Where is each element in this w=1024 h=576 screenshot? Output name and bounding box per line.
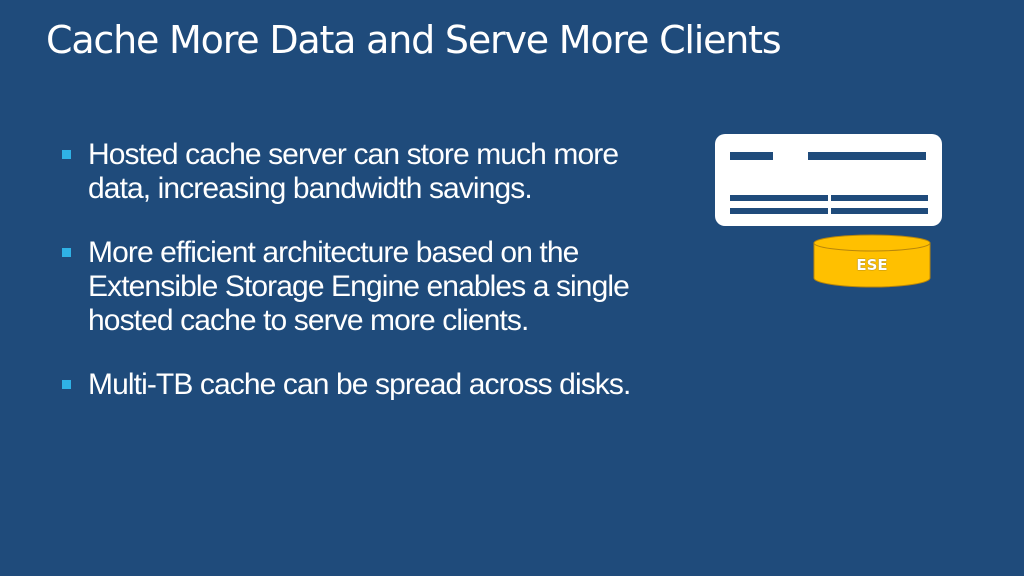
bullet-text: More efficient architecture based on the… xyxy=(88,236,630,337)
square-bullet-icon xyxy=(62,248,71,257)
bullet-text: Hosted cache server can store much more … xyxy=(88,138,619,205)
bullet-text: Multi-TB cache can be spread across disk… xyxy=(88,368,631,401)
bullet-item: Hosted cache server can store much more … xyxy=(60,138,640,206)
database-icon: ESE xyxy=(813,234,933,288)
server-bar xyxy=(831,208,928,214)
server-bar xyxy=(831,195,928,201)
bullet-list: Hosted cache server can store much more … xyxy=(60,138,640,432)
server-bar xyxy=(730,195,828,201)
slide-title: Cache More Data and Serve More Clients xyxy=(46,18,782,62)
server-icon xyxy=(715,134,942,226)
server-bar xyxy=(808,152,926,160)
database-cylinder-icon xyxy=(813,234,931,288)
bullet-item: More efficient architecture based on the… xyxy=(60,236,640,338)
server-bar xyxy=(730,208,828,214)
square-bullet-icon xyxy=(62,150,71,159)
square-bullet-icon xyxy=(62,380,71,389)
bullet-item: Multi-TB cache can be spread across disk… xyxy=(60,368,640,402)
database-label: ESE xyxy=(856,256,888,274)
server-bar xyxy=(730,152,773,160)
